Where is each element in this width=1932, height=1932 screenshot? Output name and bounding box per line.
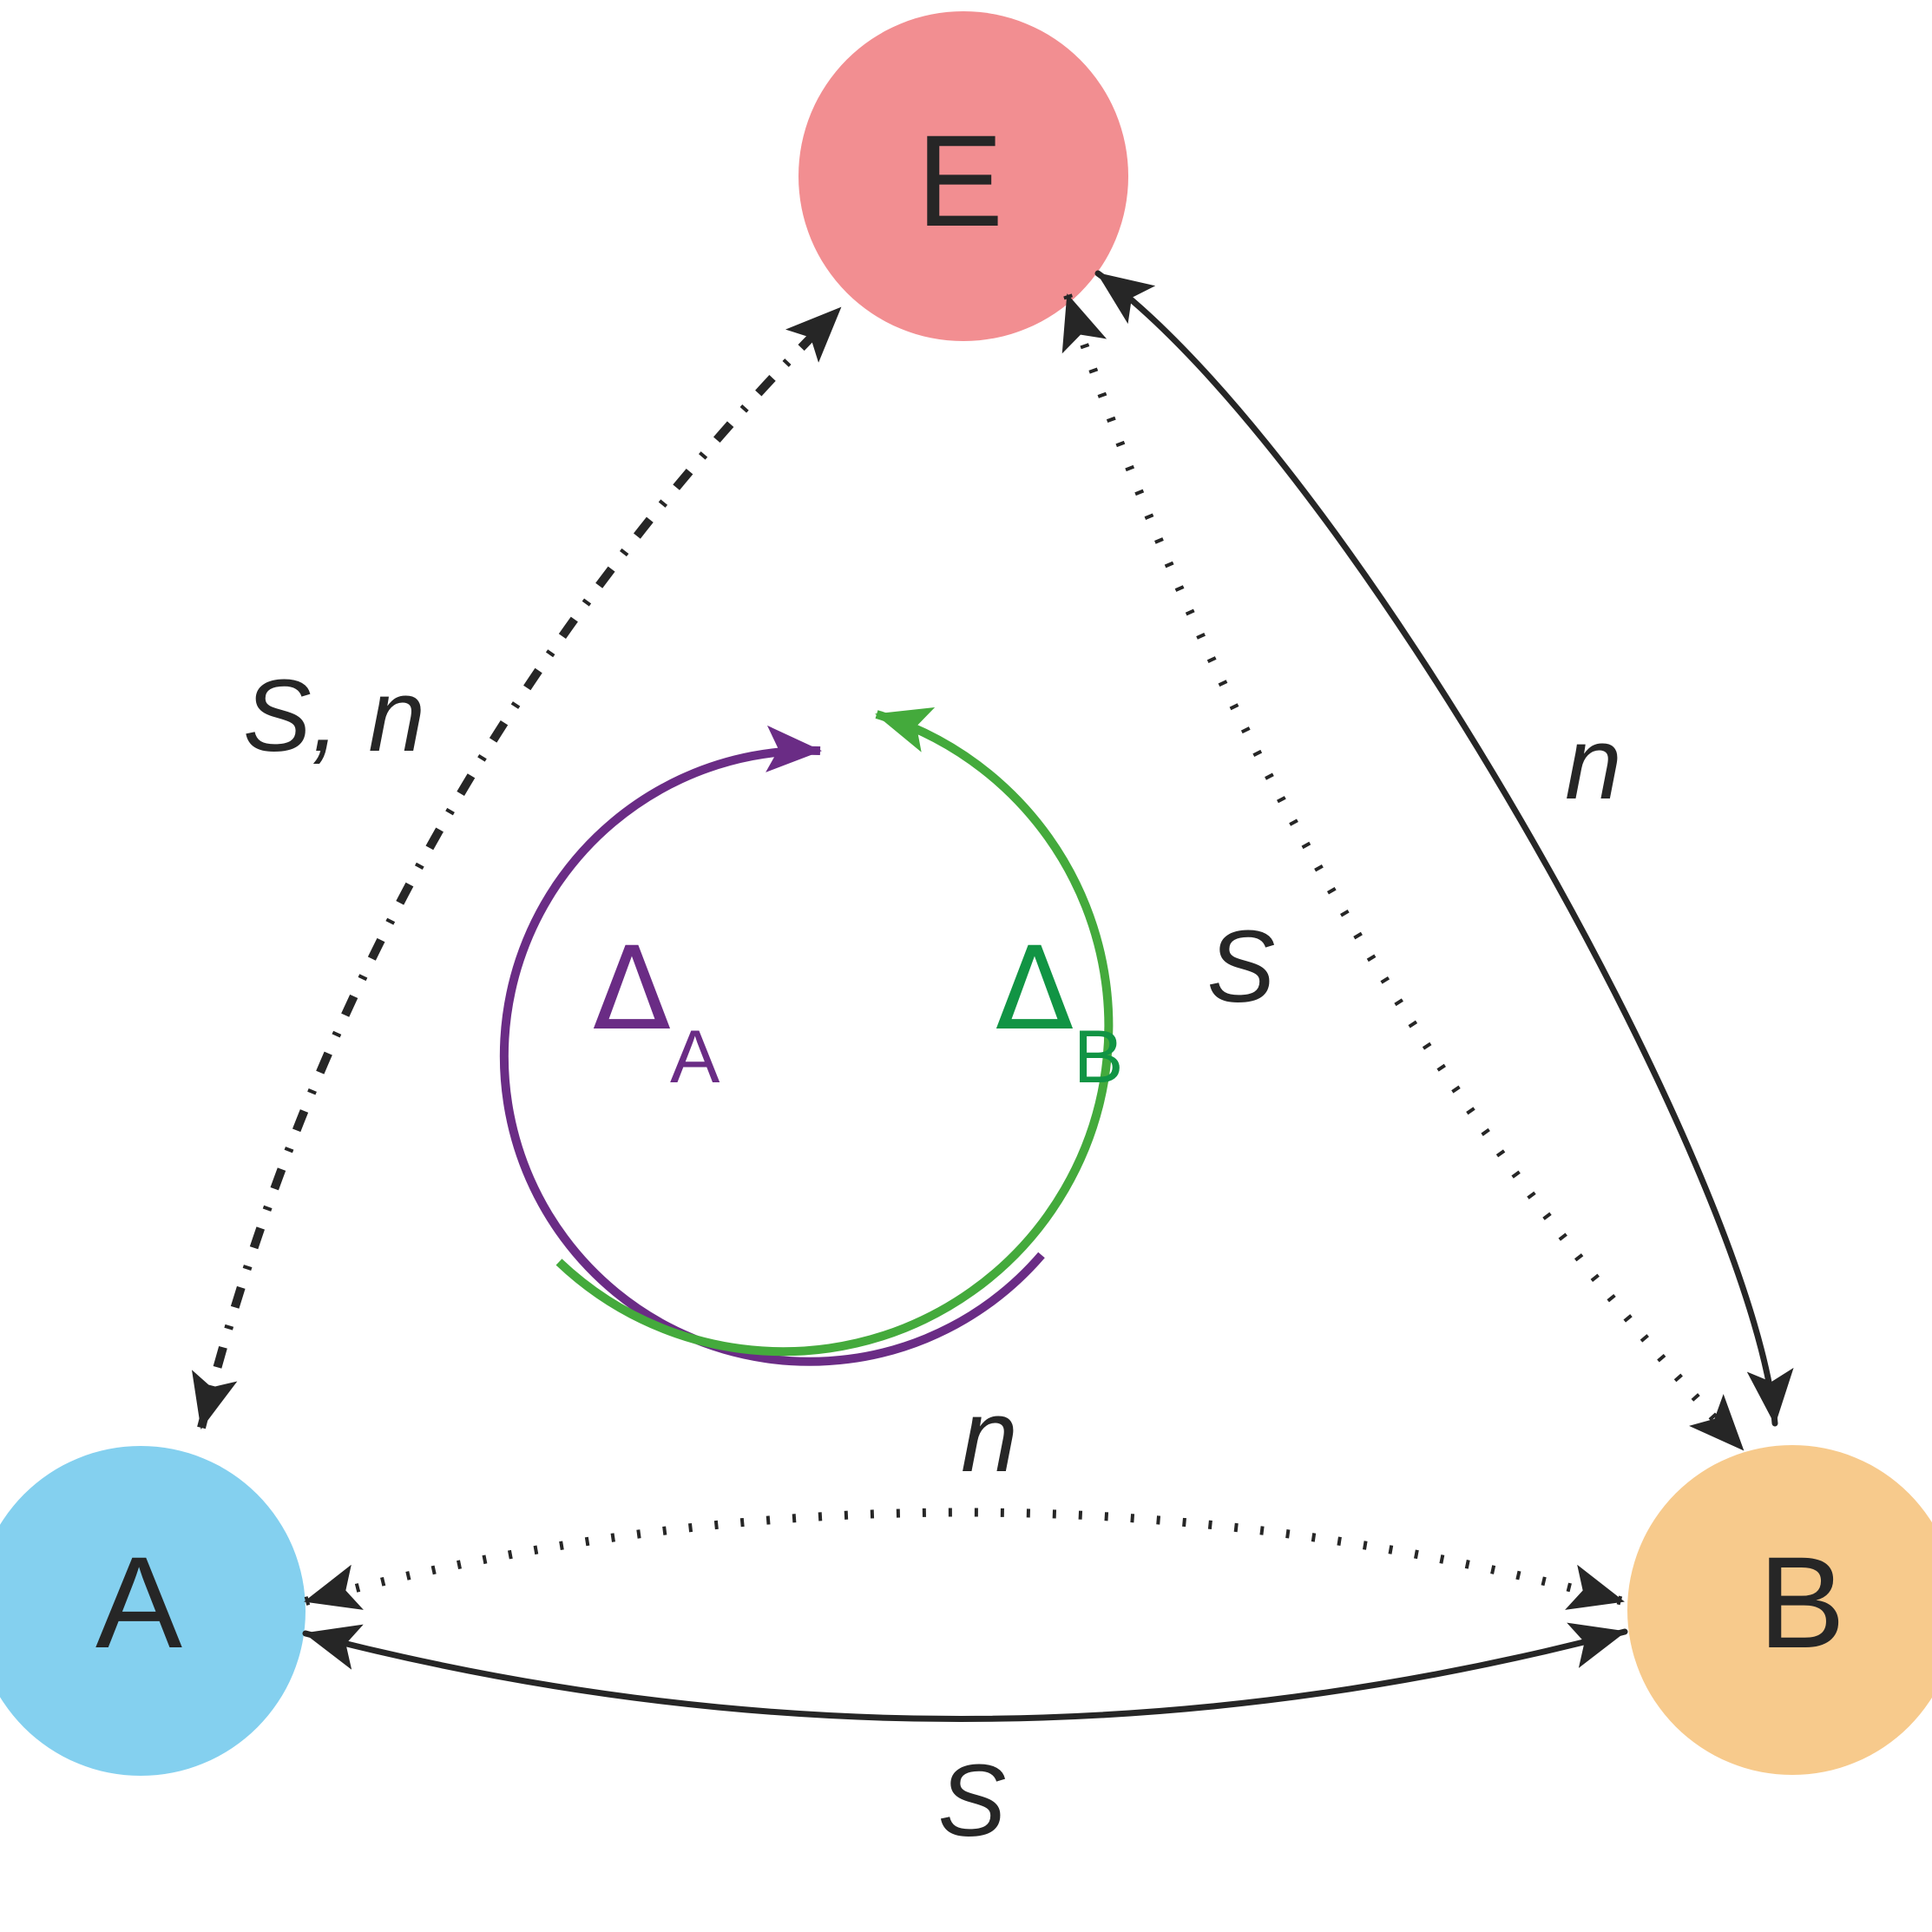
node-b-label: B <box>1758 1529 1845 1675</box>
edge-a-b-solid-label: S <box>938 1744 1007 1858</box>
edge-a-e-label: S, n <box>243 659 425 773</box>
node-e-circle <box>798 11 1128 341</box>
edge-e-b-dotted-label: S <box>1207 910 1276 1024</box>
node-b-circle <box>1627 1445 1932 1775</box>
node-a: A <box>0 1446 306 1776</box>
edge-e-b-dotted-line <box>1061 293 1746 1453</box>
delta-b-symbol: Δ <box>996 923 1074 1056</box>
node-b: B <box>1627 1445 1932 1775</box>
cycle-delta-b-arc <box>555 707 1114 1357</box>
edge-a-e-line <box>192 305 844 1429</box>
delta-a-subscript: A <box>670 1015 720 1099</box>
delta-b-subscript: B <box>1074 1015 1123 1099</box>
node-e: E <box>798 11 1128 341</box>
node-e-label: E <box>917 108 1003 253</box>
node-a-circle <box>0 1446 306 1776</box>
cycle-delta-a-arc <box>499 726 1045 1366</box>
edge-e-b-solid-label: n <box>1565 706 1622 821</box>
edge-e-b-solid-line <box>1094 270 1794 1427</box>
edge-a-b-dotted-label: n <box>961 1379 1018 1494</box>
node-a-label: A <box>95 1529 182 1675</box>
delta-b-label: Δ B <box>996 923 1124 1099</box>
delta-a-label: Δ A <box>593 923 720 1099</box>
edge-a-b-dotted-line <box>304 1508 1625 1610</box>
edge-a-b-solid-line <box>302 1622 1628 1722</box>
delta-a-symbol: Δ <box>593 923 671 1056</box>
